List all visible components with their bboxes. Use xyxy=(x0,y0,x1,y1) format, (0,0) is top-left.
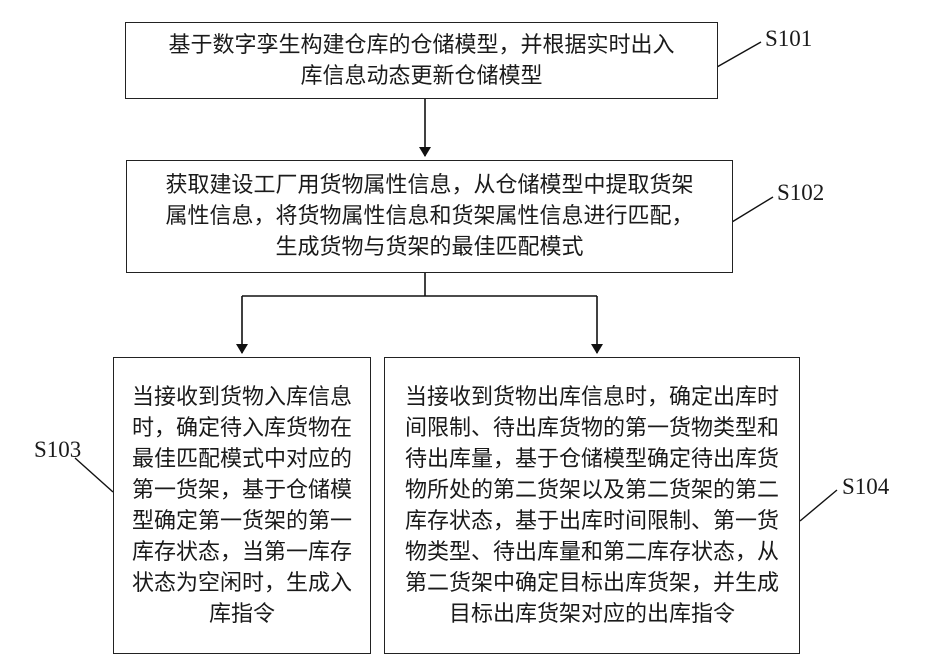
step-s101-text: 基于数字孪生构建仓库的仓储模型，并根据实时出入库信息动态更新仓储模型 xyxy=(162,30,682,92)
leader-s104 xyxy=(800,490,837,521)
leader-s101 xyxy=(717,42,761,67)
step-s101-label: S101 xyxy=(765,26,812,52)
step-s104-text: 当接收到货物出库信息时，确定出库时间限制、待出库货物的第一货物类型和待出库量，基… xyxy=(398,382,786,630)
step-s103-text: 当接收到货物入库信息时，确定待入库货物在最佳匹配模式中对应的第一货架，基于仓储模… xyxy=(126,382,358,630)
step-s104-label: S104 xyxy=(842,474,889,500)
leader-s102 xyxy=(732,197,773,222)
step-s103-label: S103 xyxy=(34,437,81,463)
step-s102-box: 获取建设工厂用货物属性信息，从仓储模型中提取货架属性信息，将货物属性信息和货架属… xyxy=(126,160,733,273)
step-s101-box: 基于数字孪生构建仓库的仓储模型，并根据实时出入库信息动态更新仓储模型 xyxy=(125,22,718,99)
step-s103-box: 当接收到货物入库信息时，确定待入库货物在最佳匹配模式中对应的第一货架，基于仓储模… xyxy=(113,357,371,654)
step-s102-label: S102 xyxy=(777,180,824,206)
leader-s103 xyxy=(75,458,113,492)
step-s104-box: 当接收到货物出库信息时，确定出库时间限制、待出库货物的第一货物类型和待出库量，基… xyxy=(384,357,800,654)
step-s102-text: 获取建设工厂用货物属性信息，从仓储模型中提取货架属性信息，将货物属性信息和货架属… xyxy=(163,170,697,263)
